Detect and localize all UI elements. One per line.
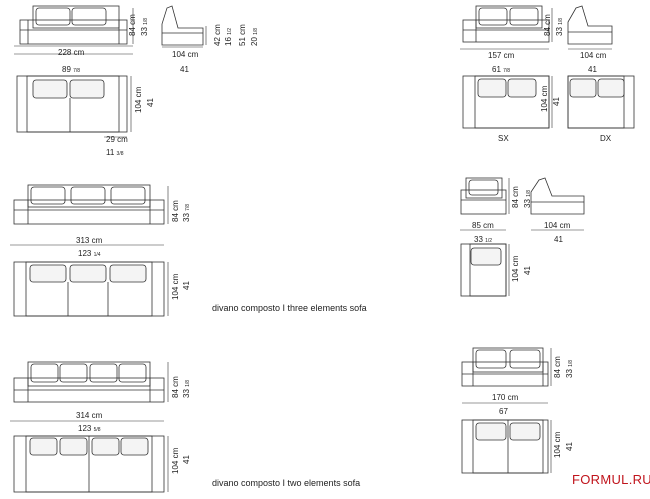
two-el-height-in: 33 1/8 [182,379,191,398]
two-el-width-in: 123 5/8 [78,424,101,433]
right-side-view [567,5,613,50]
depth-cm-label: 104 cm [134,86,143,113]
three-depth-cm: 104 cm [171,273,180,300]
dx-top-view [567,75,635,129]
rt-width-cm: 157 cm [488,51,515,60]
two-element-top-view [13,435,169,493]
armchair-front-view [460,177,510,231]
seat-height-1-in: 16 1/2 [224,27,233,46]
right-two-seat-front-view [460,5,553,50]
width-cm-label: 228 cm [58,48,85,57]
two-elements-caption: divano composto I two elements sofa [212,478,361,488]
two-seat-front-view [14,5,134,55]
rt-side-in: 41 [588,65,597,74]
height-in-label: 33 1/8 [140,17,149,36]
rt-depth-in: 41 [552,97,561,106]
arm-cm-label: 29 cm [106,135,128,144]
ac-width-cm: 85 cm [472,221,494,230]
two-el-depth-cm: 104 cm [171,447,180,474]
two-element-front-view [10,361,169,422]
right-bottom-top-view [461,419,552,474]
seat-height-2-in: 20 1/8 [250,27,259,46]
ac-height-in: 33 1/8 [523,189,532,208]
side-depth-in-label: 41 [180,65,189,74]
dx-label: DX [600,134,612,143]
rb-height-in: 33 1/8 [565,359,574,378]
height-cm-label: 84 cm [128,14,137,36]
three-height-in: 33 7/8 [182,203,191,222]
ac-side-cm: 104 cm [544,221,571,230]
three-height-cm: 84 cm [171,200,180,222]
brand-watermark: FORMUL.RU [572,472,650,487]
three-width-cm: 313 cm [76,236,103,245]
right-bottom-front-view [461,347,552,404]
width-in-label: 89 7/8 [62,65,81,74]
rb-depth-cm: 104 cm [553,431,562,458]
rb-depth-in: 41 [565,442,574,451]
side-depth-cm-label: 104 cm [172,50,199,59]
three-elements-caption: divano composto I three elements sofa [212,303,367,313]
three-depth-in: 41 [182,281,191,290]
three-seat-front-view [10,184,169,246]
rt-height-in: 33 1/8 [555,17,564,36]
ac-depth-cm: 104 cm [511,255,520,282]
rt-side-cm: 104 cm [580,51,607,60]
ac-side-in: 41 [554,235,563,244]
ac-height-cm: 84 cm [511,186,520,208]
rb-width-cm: 170 cm [492,393,519,402]
seat-height-1-cm: 42 cm [213,24,222,46]
three-seat-top-view [13,261,169,317]
two-el-depth-in: 41 [182,455,191,464]
three-width-in: 123 1/4 [78,249,101,258]
two-el-height-cm: 84 cm [171,376,180,398]
rb-width-in: 67 [499,407,508,416]
rb-height-cm: 84 cm [553,356,562,378]
two-el-width-cm: 314 cm [76,411,103,420]
armchair-side-view [530,177,585,231]
two-seat-side-view [161,5,207,48]
sx-top-view [462,75,553,129]
sx-label: SX [498,134,509,143]
rt-height-cm: 84 cm [543,14,552,36]
seat-height-2-cm: 51 cm [238,24,247,46]
depth-in-label: 41 [146,98,155,107]
ac-depth-in: 41 [523,266,532,275]
arm-in-label: 11 3/8 [106,148,124,157]
armchair-top-view [460,243,510,297]
rt-width-in: 61 7/8 [492,65,511,74]
rt-depth-cm: 104 cm [540,85,549,112]
ac-width-in: 33 1/2 [474,235,493,244]
two-seat-top-view [16,75,132,138]
